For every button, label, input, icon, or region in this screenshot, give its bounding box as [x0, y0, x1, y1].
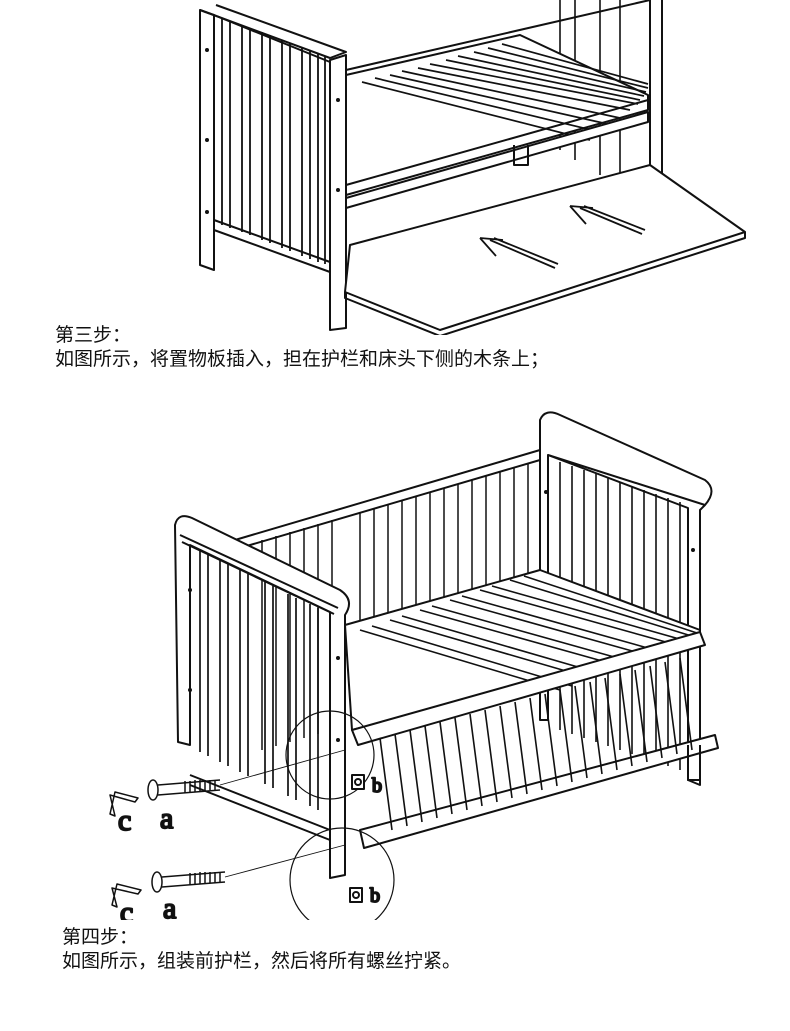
step4-illustration: c a b c a b	[0, 400, 790, 920]
step4-caption: 第四步： 如图所示，组装前护栏，然后将所有螺丝拧紧。	[62, 925, 461, 973]
label-b-lower: b	[370, 885, 380, 907]
step4-text: 如图所示，组装前护栏，然后将所有螺丝拧紧。	[62, 950, 462, 972]
label-a-lower: a	[163, 892, 176, 920]
step3-text: 如图所示，将置物板插入，担在护栏和床头下侧的木条上；	[55, 348, 550, 370]
label-c-lower: c	[120, 896, 133, 920]
step3-caption: 第三步： 如图所示，将置物板插入，担在护栏和床头下侧的木条上；	[55, 323, 549, 371]
label-c-upper: c	[118, 804, 131, 837]
step3-title: 第三步：	[55, 324, 132, 346]
label-b-upper: b	[372, 775, 382, 797]
step4-title: 第四步：	[62, 926, 139, 948]
step3-illustration	[0, 0, 790, 335]
label-a-upper: a	[160, 802, 173, 835]
